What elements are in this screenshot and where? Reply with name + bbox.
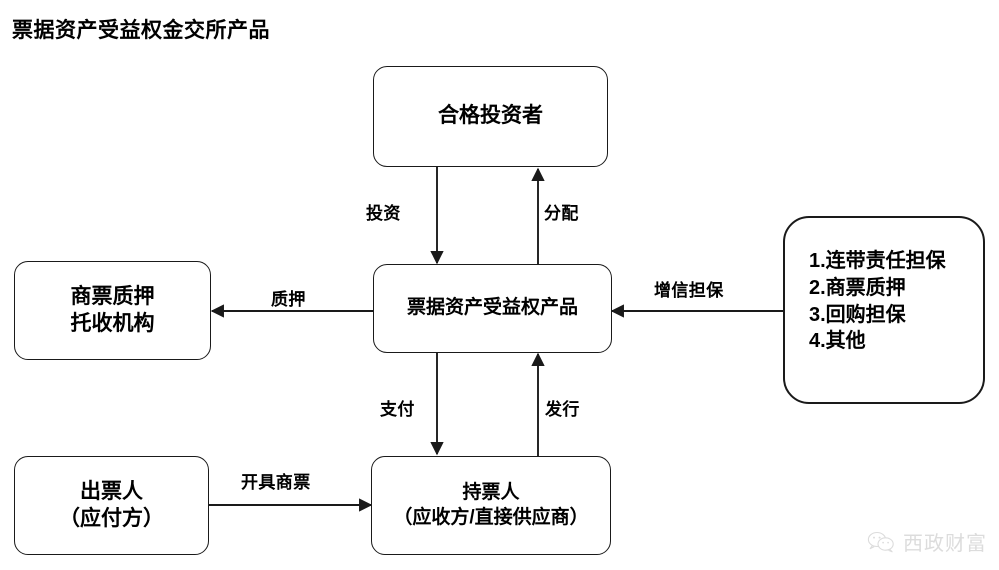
- node-bill-asset-beneficiary-product[interactable]: 票据资产受益权产品: [373, 264, 612, 353]
- node-credit-enhancement-measures[interactable]: 1.连带责任担保 2.商票质押 3.回购担保 4.其他: [783, 216, 985, 404]
- edge-label-pledge: 质押: [271, 290, 306, 309]
- wechat-icon: [867, 531, 895, 553]
- edge-label-issue: 发行: [545, 400, 580, 419]
- watermark-text: 西政财富: [903, 533, 987, 555]
- node-bill-holder[interactable]: 持票人 （应收方/直接供应商）: [371, 456, 611, 555]
- edge-label-distribute: 分配: [544, 204, 579, 223]
- node-pledge-collection-agency[interactable]: 商票质押 托收机构: [14, 261, 211, 360]
- node-bill-holder-label: 持票人 （应收方/直接供应商）: [393, 482, 589, 528]
- edge-label-pay: 支付: [380, 400, 415, 419]
- node-pledge-collection-agency-label: 商票质押 托收机构: [70, 284, 155, 335]
- node-credit-enhancement-measures-label: 1.连带责任担保 2.商票质押 3.回购担保 4.其他: [809, 250, 946, 353]
- page-title: 票据资产受益权金交所产品: [12, 19, 270, 42]
- edge-label-invest: 投资: [366, 204, 401, 223]
- node-drawer[interactable]: 出票人 （应付方）: [14, 456, 209, 555]
- node-qualified-investor[interactable]: 合格投资者: [373, 66, 608, 167]
- edge-label-credit-guarantee: 增信担保: [654, 281, 724, 300]
- node-drawer-label: 出票人 （应付方）: [59, 479, 164, 530]
- node-bill-asset-beneficiary-product-label: 票据资产受益权产品: [406, 297, 578, 319]
- node-qualified-investor-label: 合格投资者: [438, 104, 543, 128]
- watermark: 西政财富: [867, 527, 987, 556]
- edge-label-draw-bill: 开具商票: [241, 473, 311, 492]
